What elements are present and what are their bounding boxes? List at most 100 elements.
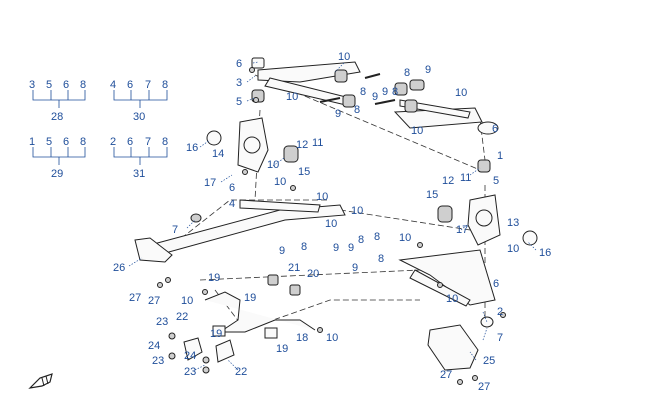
callout[interactable]: 6 (229, 182, 235, 194)
callout[interactable]: 6 (492, 123, 498, 135)
callout[interactable]: 10 (455, 87, 467, 99)
callout[interactable]: 19 (210, 328, 222, 340)
callout[interactable]: 10 (326, 332, 338, 344)
kit-item[interactable]: 5 (46, 136, 52, 148)
kit-item[interactable]: 8 (162, 79, 168, 91)
callout[interactable]: 15 (426, 189, 438, 201)
callout[interactable]: 8 (392, 86, 398, 98)
kit-total[interactable]: 29 (51, 168, 63, 180)
callout[interactable]: 8 (354, 104, 360, 116)
callout[interactable]: 5 (493, 175, 499, 187)
steering-knuckle-left[interactable] (206, 117, 299, 173)
callout[interactable]: 11 (460, 172, 471, 184)
callout[interactable]: 9 (335, 108, 341, 120)
kit-item[interactable]: 1 (29, 136, 35, 148)
callout[interactable]: 8 (378, 253, 384, 265)
callout[interactable]: 17 (456, 224, 468, 236)
kit-item[interactable]: 7 (145, 79, 151, 91)
callout[interactable]: 27 (440, 369, 452, 381)
callout[interactable]: 10 (351, 205, 363, 217)
callout[interactable]: 24 (184, 350, 196, 362)
callout[interactable]: 7 (497, 332, 503, 344)
kit-item[interactable]: 6 (127, 79, 133, 91)
callout[interactable]: 10 (181, 295, 193, 307)
callout[interactable]: 3 (236, 77, 242, 89)
callout[interactable]: 17 (204, 177, 216, 189)
callout[interactable]: 19 (208, 272, 220, 284)
lower-a-arm-right[interactable] (398, 249, 496, 328)
stabilizer-brackets[interactable] (168, 332, 235, 374)
callout[interactable]: 27 (148, 295, 160, 307)
callout[interactable]: 4 (229, 198, 235, 210)
callout[interactable]: 21 (288, 262, 300, 274)
callout[interactable]: 9 (372, 91, 378, 103)
callout[interactable]: 10 (286, 91, 298, 103)
callout[interactable]: 16 (186, 142, 198, 154)
callout[interactable]: 10 (399, 232, 411, 244)
callout[interactable]: 16 (539, 247, 551, 259)
kit-item[interactable]: 2 (110, 136, 116, 148)
kit-total[interactable]: 31 (133, 168, 145, 180)
callout[interactable]: 8 (358, 234, 364, 246)
callout[interactable]: 8 (301, 241, 307, 253)
callout[interactable]: 19 (244, 292, 256, 304)
skid-plate-left[interactable] (134, 237, 173, 263)
callout[interactable]: 15 (298, 166, 310, 178)
callout[interactable]: 25 (483, 355, 495, 367)
callout[interactable]: 22 (235, 366, 247, 378)
kit-item[interactable]: 7 (145, 136, 151, 148)
callout[interactable]: 9 (425, 64, 431, 76)
kit-item[interactable]: 6 (63, 79, 69, 91)
callout[interactable]: 12 (442, 175, 454, 187)
callout[interactable]: 26 (113, 262, 125, 274)
callout[interactable]: 9 (348, 242, 354, 254)
callout[interactable]: 8 (404, 67, 410, 79)
callout[interactable]: 8 (374, 231, 380, 243)
skid-plate-right[interactable] (427, 324, 479, 371)
callout[interactable]: 10 (446, 293, 458, 305)
kit-item[interactable]: 4 (110, 79, 116, 91)
kit-item[interactable]: 6 (63, 136, 69, 148)
callout[interactable]: 5 (236, 96, 242, 108)
callout[interactable]: 6 (493, 278, 499, 290)
callout[interactable]: 9 (352, 262, 358, 274)
callout[interactable]: 2 (497, 306, 503, 318)
kit-item[interactable]: 5 (46, 79, 52, 91)
callout[interactable]: 27 (478, 381, 490, 393)
callout[interactable]: 14 (212, 148, 224, 160)
upper-a-arm-left[interactable] (251, 57, 361, 107)
callout[interactable]: 10 (411, 125, 423, 137)
kit-total[interactable]: 28 (51, 111, 63, 123)
callout[interactable]: 1 (497, 150, 503, 162)
callout[interactable]: 12 (296, 139, 308, 151)
callout[interactable]: 10 (267, 159, 279, 171)
callout[interactable]: 7 (172, 224, 178, 236)
kit-item[interactable]: 8 (162, 136, 168, 148)
callout[interactable]: 23 (156, 316, 168, 328)
callout[interactable]: 22 (176, 311, 188, 323)
callout[interactable]: 23 (184, 366, 196, 378)
callout[interactable]: 23 (152, 355, 164, 367)
steering-knuckle-right[interactable] (437, 194, 538, 246)
callout[interactable]: 13 (507, 217, 519, 229)
callout[interactable]: 9 (279, 245, 285, 257)
callout[interactable]: 9 (333, 242, 339, 254)
callout[interactable]: 10 (507, 243, 519, 255)
callout[interactable]: 10 (325, 218, 337, 230)
callout[interactable]: 10 (274, 176, 286, 188)
callout[interactable]: 11 (312, 137, 323, 149)
callout[interactable]: 20 (307, 268, 319, 280)
kit-item[interactable]: 8 (80, 79, 86, 91)
callout[interactable]: 24 (148, 340, 160, 352)
lower-a-arm-left[interactable] (149, 199, 346, 256)
callout[interactable]: 18 (296, 332, 308, 344)
bushing-set-top[interactable] (319, 69, 418, 113)
stabilizer-bar[interactable] (204, 274, 316, 339)
callout[interactable]: 19 (276, 343, 288, 355)
callout[interactable]: 6 (236, 58, 242, 70)
callout[interactable]: 10 (316, 191, 328, 203)
callout[interactable]: 8 (360, 86, 366, 98)
callout[interactable]: 10 (338, 51, 350, 63)
kit-total[interactable]: 30 (133, 111, 145, 123)
callout[interactable]: 27 (129, 292, 141, 304)
